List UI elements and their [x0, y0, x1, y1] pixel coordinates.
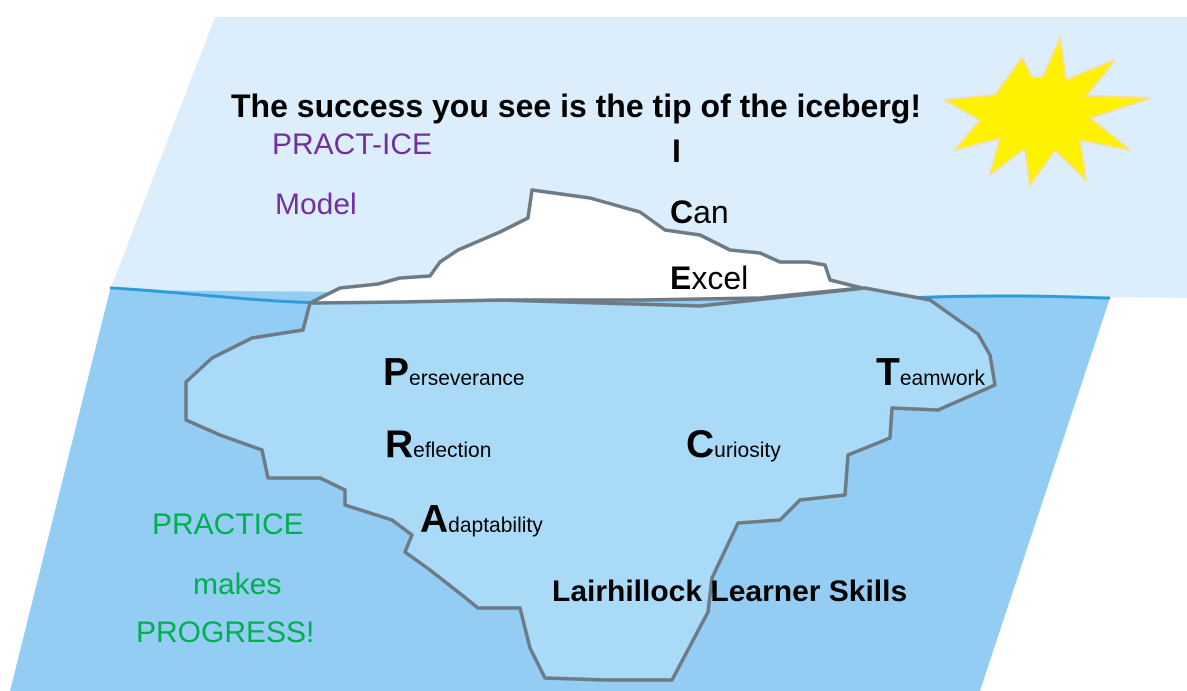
skill-curiosity: Curiosity	[686, 425, 781, 464]
model-name-line1: PRACT-ICE	[272, 128, 433, 161]
skill-adaptability: Adaptability	[420, 500, 543, 539]
model-name-line2: Model	[275, 188, 357, 221]
footer-title: Lairhillock Learner Skills	[552, 575, 908, 608]
ice-rest-can: an	[693, 194, 729, 230]
skill-perseverance: Perseverance	[383, 353, 525, 392]
ice-word-i: I	[672, 135, 681, 167]
skill-initial-c: C	[686, 423, 715, 466]
ice-word-excel: Excel	[670, 262, 748, 294]
sun-icon	[941, 34, 1151, 188]
skill-rest-r: eflection	[413, 439, 492, 462]
iceberg-underwater	[184, 286, 997, 682]
skill-initial-t: T	[876, 351, 900, 394]
skill-rest-a: daptability	[448, 514, 543, 537]
ice-initial-can: C	[670, 194, 694, 230]
ice-initial-excel: E	[670, 260, 692, 296]
ice-word-can: Can	[670, 196, 729, 228]
iceberg-tip	[308, 188, 864, 305]
ice-rest-excel: xcel	[691, 260, 749, 296]
sky-area	[110, 17, 1187, 298]
skill-rest-p: erseverance	[409, 367, 525, 390]
skill-initial-r: R	[385, 423, 414, 466]
slogan-line3: PROGRESS!	[136, 616, 315, 649]
page-title: The success you see is the tip of the ic…	[231, 88, 921, 124]
skill-rest-t: eamwork	[899, 367, 986, 390]
skill-rest-c: uriosity	[714, 439, 781, 462]
slogan-line2: makes	[193, 568, 282, 601]
skill-initial-p: P	[383, 351, 410, 394]
skill-initial-a: A	[420, 498, 449, 541]
skill-teamwork: Teamwork	[876, 353, 985, 392]
slogan-line1: PRACTICE	[152, 508, 304, 541]
skill-reflection: Reflection	[385, 425, 491, 464]
ice-initial-i: I	[672, 133, 681, 169]
